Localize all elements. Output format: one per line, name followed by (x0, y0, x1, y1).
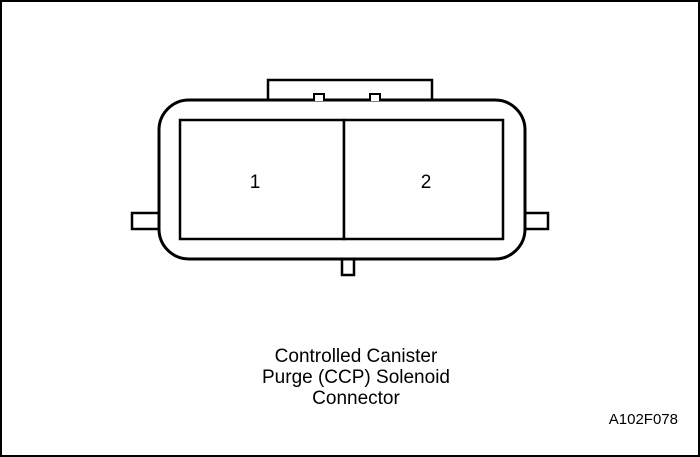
connector-notch-right (369, 93, 381, 101)
pin-cavity-1 (178, 118, 346, 241)
connector-latch (266, 78, 434, 100)
caption-line: Purge (CCP) Solenoid (262, 367, 450, 388)
diagram-caption: Controlled Canister Purge (CCP) Solenoid… (206, 346, 506, 409)
pin-label-2: 2 (421, 172, 432, 193)
connector-left-ear (130, 211, 161, 231)
caption-line: Connector (312, 388, 400, 409)
caption-line: Controlled Canister (274, 346, 438, 367)
pin-cavity-2 (342, 118, 505, 241)
connector-bottom-key (340, 258, 356, 277)
figure-code: A102F078 (608, 411, 678, 428)
pin-label-1: 1 (250, 172, 261, 193)
connector-right-ear (522, 211, 550, 231)
connector-notch-left (313, 93, 325, 101)
